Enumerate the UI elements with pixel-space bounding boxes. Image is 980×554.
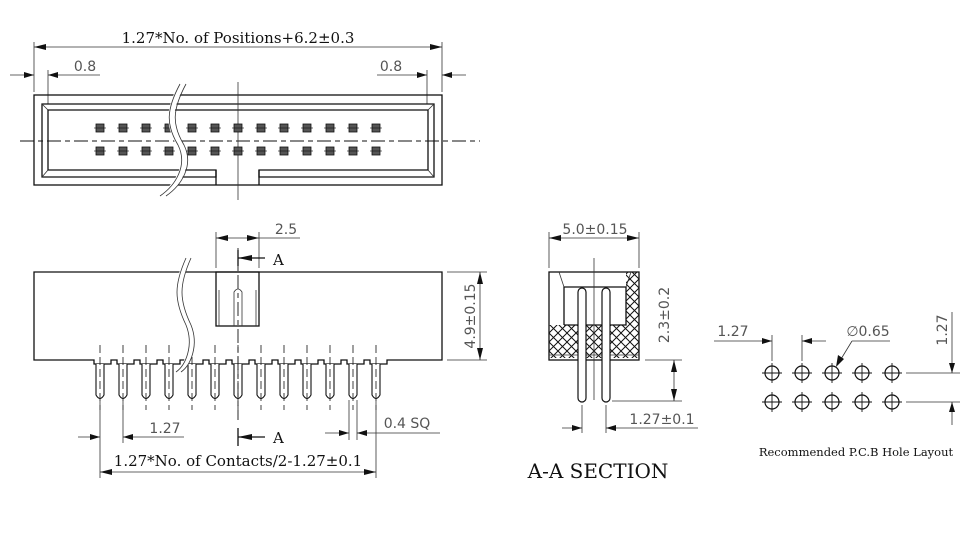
overall-length-label: 1.27*No. of Positions+6.2±0.3 xyxy=(122,29,355,47)
section-title: A-A SECTION xyxy=(527,459,669,483)
hole-array xyxy=(762,363,902,412)
key-window xyxy=(215,271,260,327)
section-pin xyxy=(577,287,587,403)
housing-side-outline xyxy=(33,271,443,365)
top-view: 1.27*No. of Positions+6.2±0.3 0.8 0.8 xyxy=(10,29,480,200)
section-view: 5.0±0.15 2.3±0.2 1.27±0.1 A-A SECTION xyxy=(527,222,698,483)
pin-span-label: 1.27*No. of Contacts/2-1.27±0.1 xyxy=(114,452,362,470)
section-marker-top: A xyxy=(272,251,284,269)
pcb-pitch-x-label: 1.27 xyxy=(717,324,748,340)
pitch-label: 1.27 xyxy=(149,421,180,437)
section-width-label: 5.0±0.15 xyxy=(562,222,627,238)
section-marker-bottom: A xyxy=(272,429,284,447)
height-label: 4.9±0.15 xyxy=(463,283,479,348)
row-pitch-label: 1.27±0.1 xyxy=(629,412,694,428)
hatched-wall xyxy=(626,272,639,325)
break-line xyxy=(159,83,183,197)
section-pin xyxy=(601,287,611,403)
wall-left-label: 0.8 xyxy=(74,59,96,75)
top-pin-array xyxy=(94,123,382,156)
pin-size-label: 0.4 SQ xyxy=(384,416,431,432)
key-width-label: 2.5 xyxy=(275,222,297,238)
side-pin-array xyxy=(95,345,381,410)
pcb-hole-layout: 1.27 ∅0.65 1.27 Recommended P.C.B Hole L… xyxy=(714,312,960,459)
hole-diameter-label: ∅0.65 xyxy=(846,324,889,340)
pcb-pitch-y-label: 1.27 xyxy=(935,314,951,345)
side-view: 2.5 A A 4.9±0.15 1.27 0.4 SQ 1.27*No. of… xyxy=(33,222,487,478)
wall-right-label: 0.8 xyxy=(380,59,402,75)
tail-length-label: 2.3±0.2 xyxy=(657,287,673,343)
pcb-caption: Recommended P.C.B Hole Layout xyxy=(759,445,954,459)
